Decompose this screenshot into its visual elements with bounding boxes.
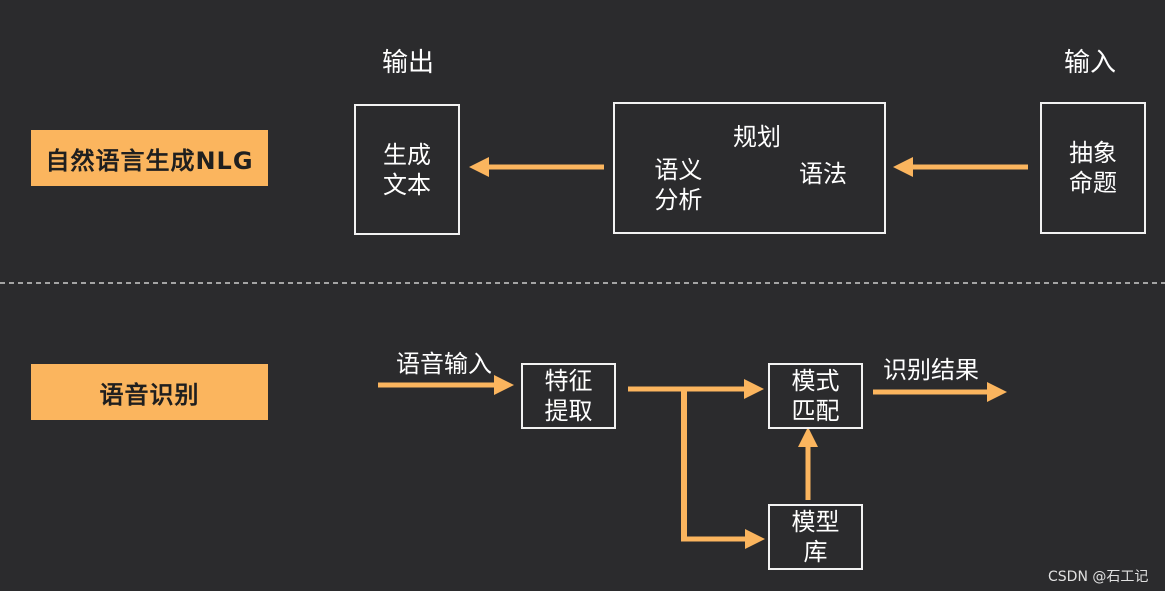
model-library-label: 模型库 [791,508,840,566]
nlg-section-label-text: 自然语言生成NLG [45,146,254,175]
feature-extraction-label: 特征提取 [544,367,593,425]
input-heading: 输入 [1064,48,1117,78]
speech-section-label-text: 语音识别 [99,380,200,409]
watermark: CSDN @石工记 [1048,569,1149,585]
syntax-label: 语法 [799,160,847,188]
generate-text-box: 生成文本 [354,104,460,235]
planning-box [613,102,886,234]
feature-extraction-box: 特征提取 [521,363,616,429]
abstract-proposition-label: 抽象命题 [1068,139,1117,197]
nlg-section-label: 自然语言生成NLG [31,130,268,186]
pattern-matching-box: 模式匹配 [768,363,863,429]
recognition-result-label: 识别结果 [883,356,979,384]
output-heading: 输出 [382,48,435,78]
planning-title: 规划 [733,123,781,151]
semantic-analysis-label: 语义分析 [654,156,703,214]
speech-input-label: 语音输入 [396,350,492,378]
generate-text-label: 生成文本 [382,140,431,199]
speech-section-label: 语音识别 [31,364,268,420]
model-library-box: 模型库 [768,504,863,570]
abstract-proposition-box: 抽象命题 [1040,102,1146,234]
pattern-matching-label: 模式匹配 [791,367,840,425]
